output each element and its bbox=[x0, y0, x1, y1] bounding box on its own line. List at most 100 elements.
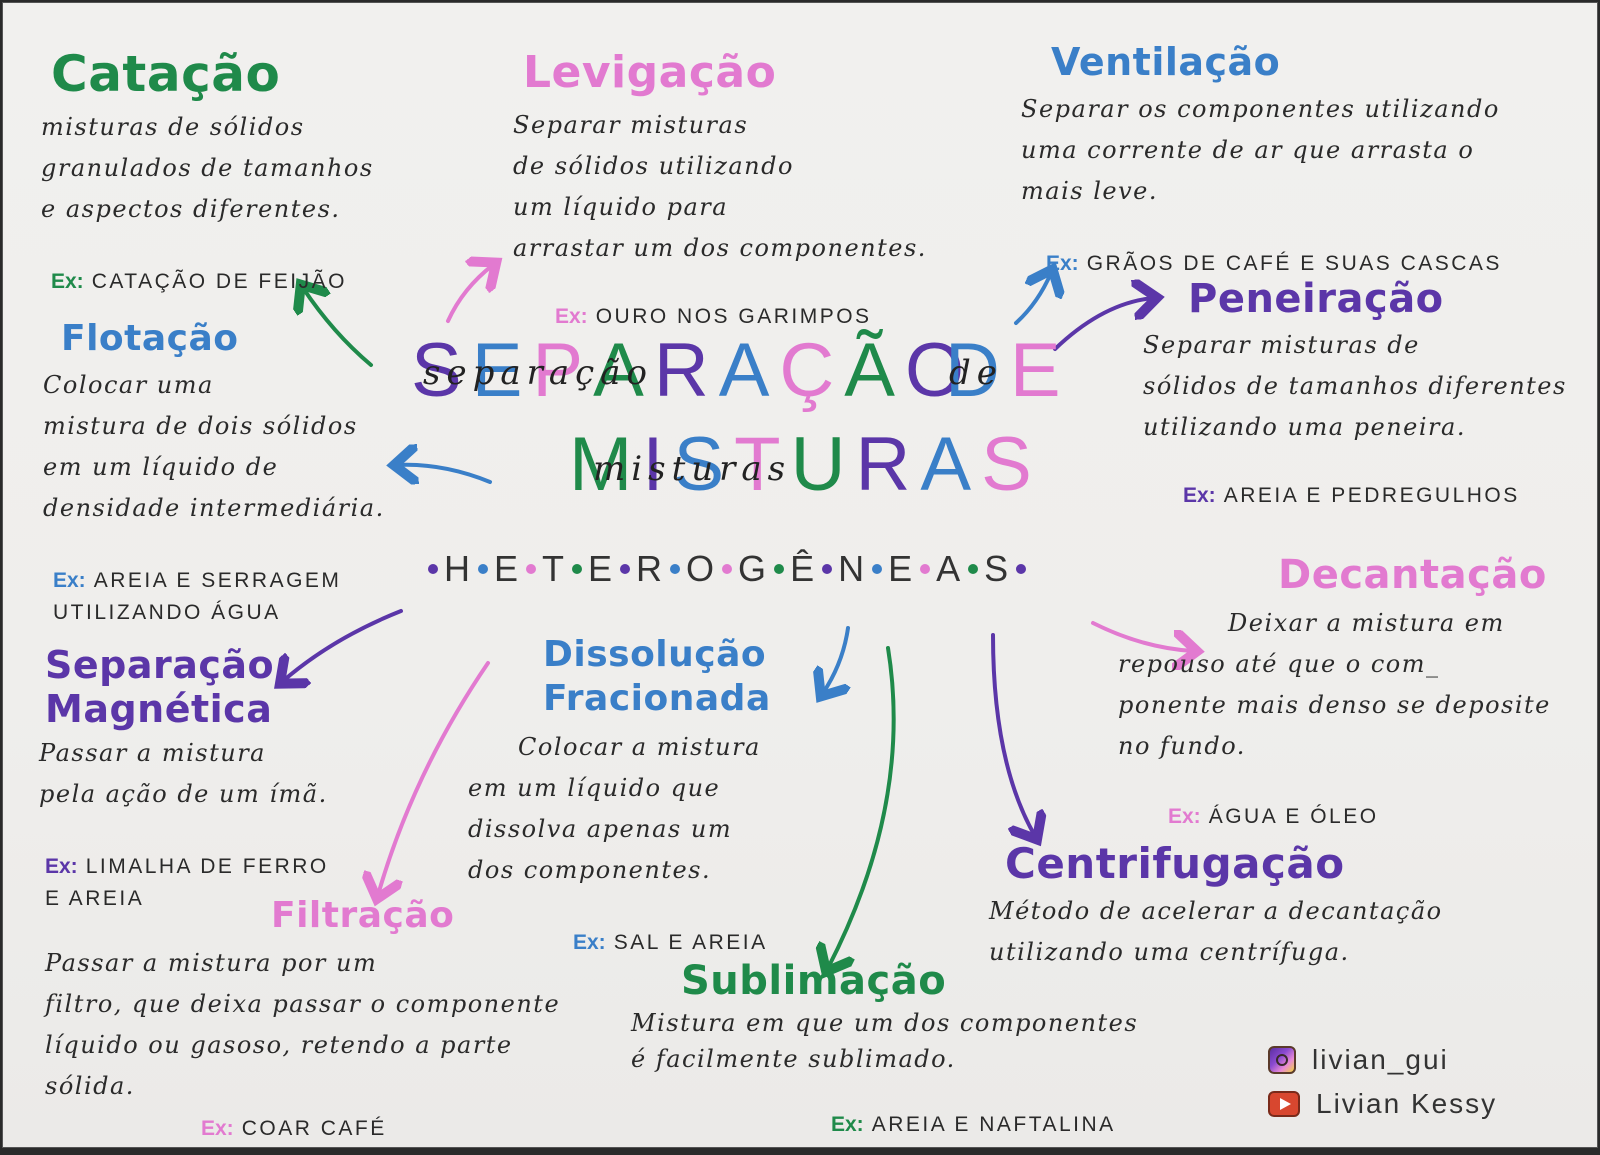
example-text: AREIA E NAFTALINA bbox=[871, 1113, 1116, 1136]
dot bbox=[670, 564, 681, 574]
method-title: Dissolução Fracionada bbox=[543, 634, 771, 719]
example-text: ÁGUA E ÓLEO bbox=[1208, 805, 1379, 828]
example-label: Ex: bbox=[1168, 805, 1201, 828]
center-title-de: DE bbox=[945, 328, 1071, 413]
youtube-channel: Livian Kessy bbox=[1316, 1088, 1498, 1119]
dot bbox=[968, 564, 979, 574]
method-example: Ex:LIMALHA DE FERRO E AREIA bbox=[45, 819, 329, 915]
dot bbox=[872, 564, 883, 574]
dot bbox=[620, 564, 631, 574]
method-title: Decantação bbox=[1278, 552, 1547, 598]
center-title-line1: SEPARAÇÃO bbox=[411, 328, 975, 413]
method-description: Método de acelerar a decantação utilizan… bbox=[989, 897, 1443, 966]
method-dissolucao-fracionada: Dissolução Fracionada Colocar a mistura … bbox=[468, 633, 771, 959]
letter: Ê bbox=[790, 548, 817, 589]
method-title: Filtração bbox=[271, 895, 455, 936]
method-title: Separação Magnética bbox=[45, 643, 275, 731]
example-text: COAR CAFÉ bbox=[241, 1117, 387, 1140]
instagram-icon bbox=[1268, 1046, 1296, 1074]
method-filtracao: Filtração bbox=[271, 898, 454, 934]
example-label: Ex: bbox=[53, 569, 86, 592]
example-label: Ex: bbox=[1046, 252, 1079, 275]
method-filtracao-body: Passar a mistura por um filtro, que deix… bbox=[45, 943, 560, 1107]
cursive-misturas: misturas bbox=[593, 449, 792, 489]
method-description: Colocar a mistura em um líquido que diss… bbox=[468, 733, 761, 884]
example-text: OURO NOS GARIMPOS bbox=[595, 305, 872, 328]
subtitle-heterogeneas: H E T E R O G Ê N E A S bbox=[428, 548, 1027, 590]
letter: E bbox=[888, 548, 915, 589]
method-levigacao: Levigação Separar misturas de sólidos ut… bbox=[513, 47, 927, 333]
example-label: Ex: bbox=[573, 931, 606, 954]
arrow-to-ventilacao bbox=[1014, 273, 1051, 325]
example-text: GRÃOS DE CAFÉ E SUAS CASCAS bbox=[1086, 252, 1502, 275]
arrow-to-centrifugacao bbox=[991, 633, 1035, 836]
letter: A bbox=[936, 548, 963, 589]
method-description: Mistura em que um dos componentes é faci… bbox=[631, 1009, 1139, 1073]
example-label: Ex: bbox=[51, 270, 84, 293]
letter: G bbox=[738, 548, 769, 589]
method-separacao-magnetica: Separação Magnética Passar a mistura pel… bbox=[39, 643, 329, 915]
dot bbox=[526, 564, 537, 574]
dot bbox=[920, 564, 931, 574]
letter: N bbox=[838, 548, 867, 589]
letter: E bbox=[494, 548, 521, 589]
letter: S bbox=[984, 548, 1011, 589]
method-description: Passar a mistura por um filtro, que deix… bbox=[45, 949, 561, 1100]
example-text: LIMALHA DE FERRO E AREIA bbox=[45, 855, 329, 910]
method-description: Colocar uma mistura de dois sólidos em u… bbox=[43, 371, 385, 522]
social-credits: livian_gui Livian Kessy bbox=[1268, 1038, 1497, 1126]
method-sublimacao: Sublimação Mistura em que um dos compone… bbox=[631, 958, 1138, 1141]
letter: H bbox=[444, 548, 472, 589]
method-title: Peneiração bbox=[1188, 276, 1444, 322]
dot bbox=[822, 564, 833, 574]
method-description: Separar os componentes utilizando uma co… bbox=[1021, 95, 1500, 205]
example-label: Ex: bbox=[201, 1117, 234, 1140]
method-example: Ex: ÁGUA E ÓLEO bbox=[1168, 769, 1551, 833]
letter: E bbox=[588, 548, 615, 589]
instagram-handle: livian_gui bbox=[1312, 1044, 1449, 1075]
method-title: Levigação bbox=[523, 47, 777, 98]
center-title-line2: MISTURAS bbox=[569, 422, 1042, 507]
method-catacao: Catação misturas de sólidos granulados d… bbox=[41, 49, 374, 298]
arrow-to-flotacao bbox=[398, 465, 492, 482]
dot bbox=[774, 564, 785, 574]
method-title: Sublimação bbox=[681, 958, 947, 1004]
arrow-to-sublimacao bbox=[828, 646, 896, 968]
method-description: misturas de sólidos granulados de tamanh… bbox=[41, 113, 374, 223]
method-decantacao: Decantação Deixar a mistura em repouso a… bbox=[1118, 552, 1551, 833]
letter: R bbox=[636, 548, 665, 589]
example-text: CATAÇÃO DE FEIJÃO bbox=[91, 270, 347, 293]
letter: O bbox=[686, 548, 717, 589]
dot bbox=[428, 564, 438, 574]
dot bbox=[722, 564, 733, 574]
dot bbox=[1016, 564, 1027, 574]
method-title: Centrifugação bbox=[1005, 839, 1345, 888]
dot bbox=[572, 564, 583, 574]
method-ventilacao: Ventilação Separar os componentes utiliz… bbox=[1021, 43, 1502, 280]
method-title: Flotação bbox=[61, 318, 239, 359]
example-text: AREIA E PEDREGULHOS bbox=[1223, 484, 1520, 507]
method-flotacao: Flotação Colocar uma mistura de dois sól… bbox=[43, 318, 385, 629]
example-label: Ex: bbox=[831, 1113, 864, 1136]
method-description: Separar misturas de sólidos utilizando u… bbox=[513, 111, 927, 262]
letter: T bbox=[542, 548, 567, 589]
arrow-to-dissolucao bbox=[823, 626, 848, 693]
example-label: Ex: bbox=[555, 305, 588, 328]
method-example: Ex: AREIA E NAFTALINA bbox=[831, 1077, 1138, 1141]
method-example: Ex: SAL E AREIA bbox=[573, 895, 771, 959]
example-text: SAL E AREIA bbox=[613, 931, 768, 954]
method-filtracao-example: Ex: COAR CAFÉ bbox=[201, 1081, 387, 1145]
method-peneiracao: Peneiração Separar misturas de sólidos d… bbox=[1143, 276, 1567, 512]
method-example: Ex:AREIA E SERRAGEM UTILIZANDO ÁGUA bbox=[53, 533, 385, 629]
method-description: Passar a mistura pela ação de um ímã. bbox=[39, 739, 328, 808]
method-example: Ex: OURO NOS GARIMPOS bbox=[555, 269, 927, 333]
method-centrifugacao: Centrifugação Método de acelerar a decan… bbox=[989, 839, 1443, 973]
youtube-icon bbox=[1268, 1091, 1300, 1117]
cursive-de: de bbox=[949, 353, 1003, 393]
example-text: AREIA E SERRAGEM UTILIZANDO ÁGUA bbox=[53, 569, 342, 624]
method-example: Ex: CATAÇÃO DE FEIJÃO bbox=[51, 234, 374, 298]
example-label: Ex: bbox=[1183, 484, 1216, 507]
instagram-credit: livian_gui bbox=[1268, 1038, 1497, 1082]
cursive-separacao: separação bbox=[423, 353, 653, 393]
